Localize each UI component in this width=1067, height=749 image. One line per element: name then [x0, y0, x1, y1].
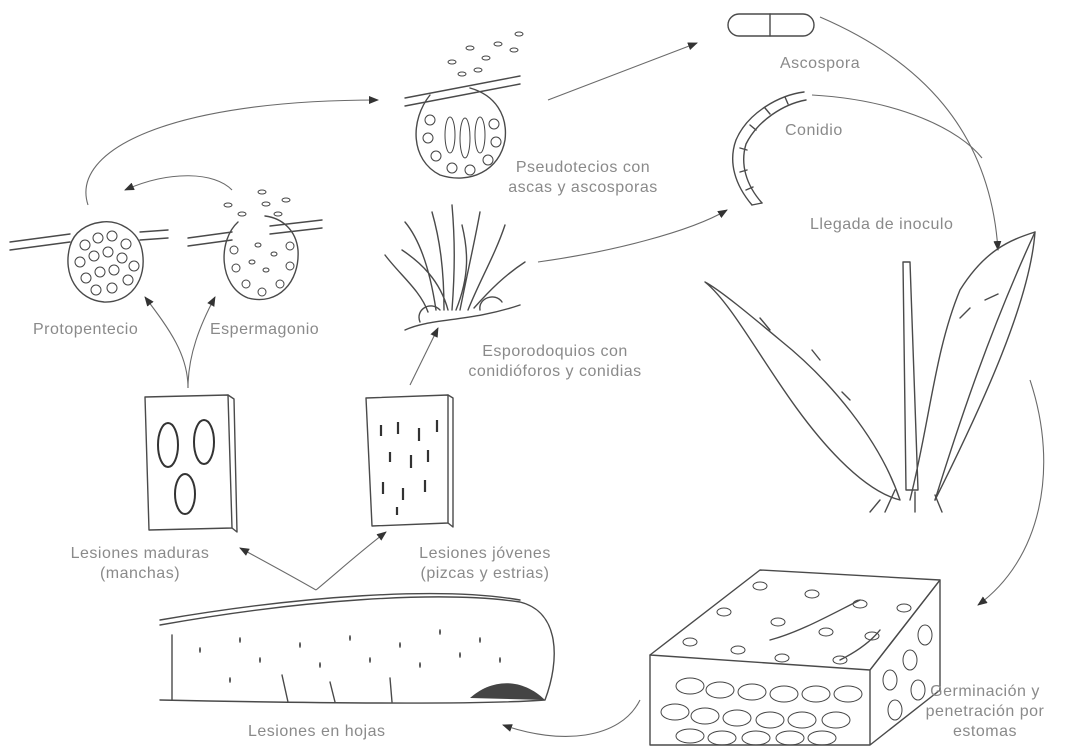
arrow-esporo-to-conidio — [538, 210, 727, 262]
leaf-lesions-illustration — [160, 594, 554, 703]
arrow-leaf-to-germination — [978, 380, 1044, 605]
lesiones-maduras-card — [145, 395, 237, 532]
protopentecio-illustration — [10, 222, 168, 302]
espermagonio-illustration — [188, 190, 322, 300]
label-espermagonio: Espermagonio — [210, 320, 319, 340]
label-pseudotecios-line1: Pseudotecios con — [478, 158, 688, 178]
arrow-jovenes-to-esporo — [410, 328, 438, 385]
label-germinacion: Germinación y penetración por estomas — [905, 682, 1065, 742]
banana-plant-illustration — [705, 232, 1035, 512]
label-germinacion-line1: Germinación y — [905, 682, 1065, 702]
label-lesiones-maduras-line2: (manchas) — [45, 564, 235, 584]
conidio-illustration — [733, 92, 806, 205]
label-pseudotecios: Pseudotecios con ascas y ascosporas — [478, 158, 688, 198]
label-esporodoquios-line1: Esporodoquios con — [440, 342, 670, 362]
label-esporodoquios: Esporodoquios con conidióforos y conidia… — [440, 342, 670, 382]
label-conidio: Conidio — [785, 121, 843, 141]
pseudotecio-illustration — [405, 32, 523, 178]
arrow-maduras-to-proto — [145, 297, 188, 388]
label-lesiones-maduras: Lesiones maduras (manchas) — [45, 544, 235, 584]
label-lesiones-jovenes: Lesiones jóvenes (pizcas y estrias) — [390, 544, 580, 584]
esporodoquio-illustration — [385, 205, 525, 330]
label-llegada-inoculo: Llegada de inoculo — [810, 215, 953, 235]
label-lesiones-maduras-line1: Lesiones maduras — [45, 544, 235, 564]
label-germinacion-line2: penetración por — [905, 702, 1065, 722]
arrow-maduras-to-esperm — [188, 297, 215, 388]
arrow-lesions-to-maduras — [240, 548, 316, 590]
germination-tissue-illustration — [650, 570, 940, 745]
label-lesiones-jovenes-line1: Lesiones jóvenes — [390, 544, 580, 564]
label-ascospora: Ascospora — [780, 54, 860, 74]
arrow-esperm-to-proto — [125, 176, 232, 190]
label-germinacion-line3: estomas — [905, 722, 1065, 742]
label-lesiones-hojas: Lesiones en hojas — [248, 722, 385, 742]
ascospora-illustration — [728, 14, 814, 36]
label-protopentecio: Protopentecio — [33, 320, 138, 340]
label-lesiones-jovenes-line2: (pizcas y estrias) — [390, 564, 580, 584]
label-pseudotecios-line2: ascas y ascosporas — [478, 178, 688, 198]
arrow-germination-to-lesions — [503, 700, 640, 736]
lesiones-jovenes-card — [366, 395, 453, 527]
arrow-pseudo-to-ascospora — [548, 43, 697, 100]
label-esporodoquios-line2: conidióforos y conidias — [440, 362, 670, 382]
arrow-lesions-to-jovenes — [316, 532, 386, 590]
